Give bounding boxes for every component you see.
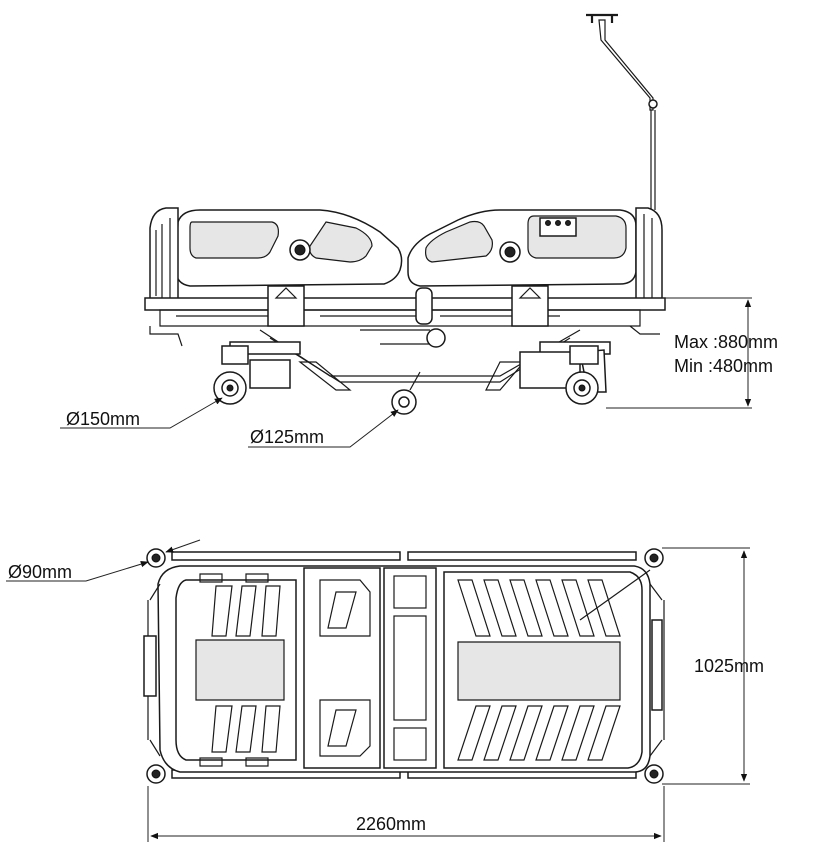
wheel-large-label: Ø150mm (66, 409, 140, 429)
side-rail-right (407, 209, 637, 287)
wheel-left (213, 345, 249, 405)
bed-frame (144, 285, 666, 348)
wheel-center (391, 371, 421, 415)
width-dimension: 1025mm (662, 547, 764, 785)
head-board (149, 207, 179, 301)
head-section (175, 573, 297, 767)
side-rail-left (175, 209, 403, 287)
length-label: 2260mm (356, 814, 426, 834)
height-max-label: Max :880mm (674, 332, 778, 352)
top-view: 1025mm 2260mm Ø90mm (6, 539, 764, 842)
height-min-label: Min :480mm (674, 356, 773, 376)
middle-section (303, 567, 437, 769)
wheel-small-label: Ø125mm (250, 427, 324, 447)
wheel-large-dimension: Ø150mm (60, 397, 223, 429)
wheel-top-label: Ø90mm (8, 562, 72, 582)
foot-section (443, 569, 651, 769)
length-dimension: 2260mm (147, 786, 665, 842)
side-view: Max :880mm Min :480mm Ø150mm Ø125mm (60, 13, 778, 448)
top-rail-upper (171, 551, 637, 561)
wheel-small-dimension: Ø125mm (248, 409, 399, 448)
lift-mechanism (229, 329, 611, 393)
height-dimension: Max :880mm Min :480mm (606, 297, 778, 409)
corner-wheels (146, 548, 664, 784)
iv-pole (586, 13, 658, 210)
foot-board (635, 207, 663, 301)
width-label: 1025mm (694, 656, 764, 676)
wheel-right (565, 345, 599, 405)
wheel-top-dimension: Ø90mm (6, 539, 201, 582)
